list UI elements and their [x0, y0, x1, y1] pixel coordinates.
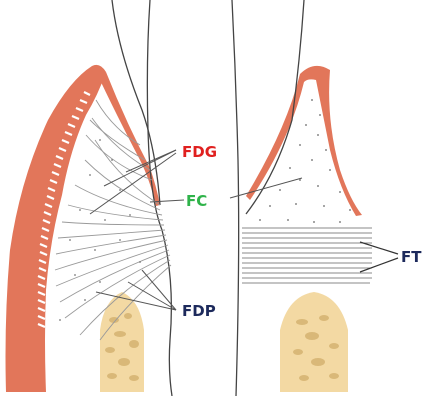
- label-ft: FT: [401, 248, 422, 266]
- right-transseptal-fibers: [242, 228, 372, 283]
- label-fdg: FDG: [182, 143, 217, 161]
- right-gingival-epithelium: [246, 66, 362, 216]
- fc-right-leader-line: [230, 178, 302, 198]
- label-fdp: FDP: [182, 302, 216, 320]
- left-panel: [6, 0, 185, 396]
- label-fc: FC: [186, 192, 207, 210]
- right-panel: [230, 0, 398, 396]
- ft-leader-lines: [360, 242, 398, 272]
- left-tooth-enamel-outline: [112, 0, 160, 205]
- right-tooth-outline-a: [232, 0, 239, 396]
- left-gingival-epithelium: [6, 65, 107, 392]
